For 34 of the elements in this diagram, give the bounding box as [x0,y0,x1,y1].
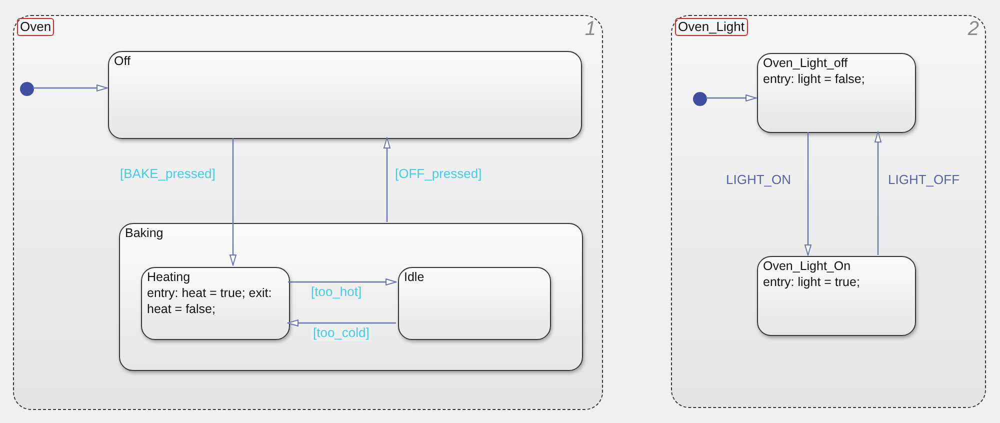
state-name: Oven_Light [675,18,748,36]
state-box [119,223,583,371]
chart-order-number: 1 [584,18,596,40]
state-name: Heating [147,269,190,285]
transition-arrow [804,132,812,256]
state-name: Idle [404,269,424,285]
edge-label: [BAKE_pressed] [118,166,218,182]
transition-arrow [874,132,882,255]
transition-arrow [706,94,756,102]
superstate-box [13,15,603,410]
transition-arrow [288,278,396,286]
transition-arrow [288,320,396,326]
edge-label: LIGHT_OFF [886,172,962,188]
state-box [141,267,290,340]
superstate-box [671,15,986,408]
state-box [757,256,916,336]
chart-order-number: 2 [968,18,979,40]
state-name: Off [114,53,130,69]
transition-arrow [384,138,390,222]
state-action: entry: light = false; [763,71,866,87]
state-name: Oven_Light_off [763,55,848,71]
state-name: Oven_Light_On [763,258,851,274]
edge-label: [too_hot] [309,284,364,300]
state-name: Baking [125,225,164,241]
edge-label: [too_cold] [311,325,372,341]
state-box [398,267,551,340]
transition-arrow [230,138,236,266]
edge-label: [OFF_pressed] [393,166,484,182]
state-box [108,51,582,139]
state-name: Oven [17,18,54,36]
state-action: entry: heat = true; exit: heat = false; [147,285,273,317]
state-box [757,53,916,133]
state-action: entry: light = true; [763,274,861,290]
transition-arrow [33,84,108,92]
